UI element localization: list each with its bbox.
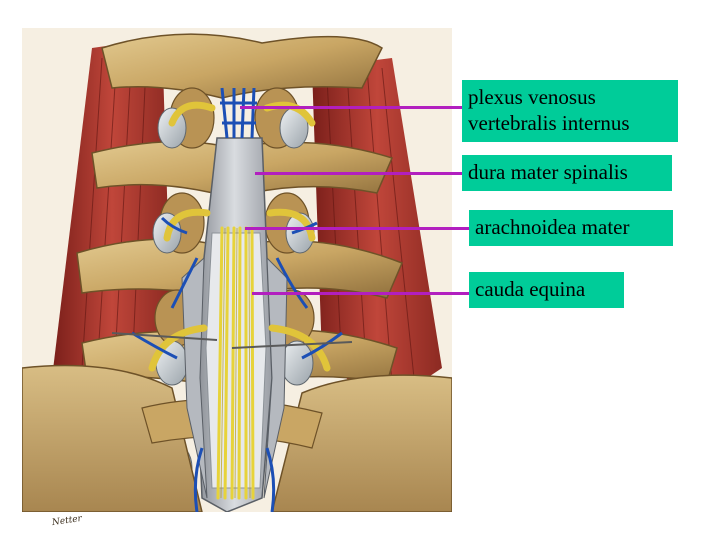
muscle-left [52,38,172,388]
muscle-right [312,58,442,408]
label-plexus-venosus: plexus venosus vertebralis internus [462,80,678,142]
lumbar-spine-illustration: Netter [22,28,452,528]
sacrum-left [22,364,203,512]
anatomy-drawing [22,28,452,512]
leader-line-cauda-equina [252,292,470,295]
leader-line-arachnoidea [245,227,470,230]
sacrum-right [271,374,452,512]
label-arachnoidea-mater: arachnoidea mater [469,210,673,246]
label-cauda-equina: cauda equina [469,272,624,308]
leader-line-dura-mater [255,172,465,175]
label-dura-mater-spinalis: dura mater spinalis [462,155,672,191]
leader-line-venous-plexus [240,106,465,109]
probes [111,332,353,349]
cauda-equina-roots [216,226,255,500]
artist-signature: Netter [51,513,83,529]
